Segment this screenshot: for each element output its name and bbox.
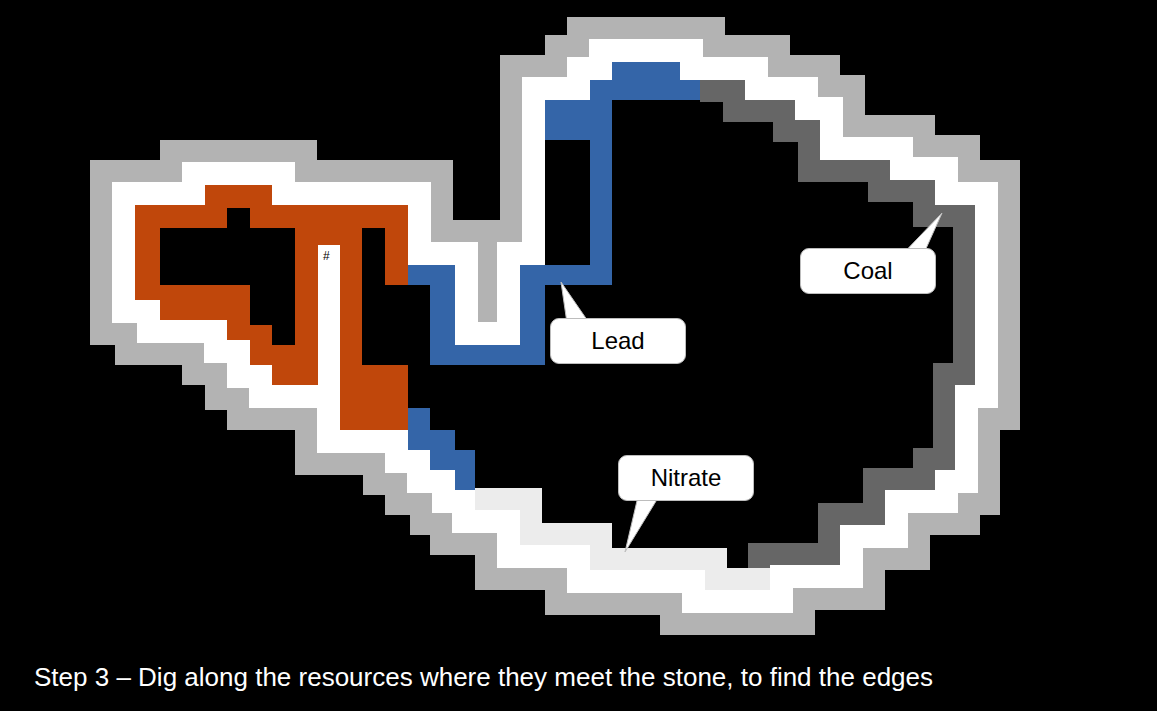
lead-vein — [408, 62, 700, 365]
marker-column — [318, 245, 340, 385]
callout-bubble: Lead — [550, 318, 686, 364]
coal-vein — [700, 80, 975, 590]
lead-vein — [408, 408, 475, 490]
cave-interior — [135, 62, 975, 590]
callout-text: Coal — [843, 257, 892, 285]
cave-hole — [362, 228, 408, 365]
stone-band — [135, 62, 975, 590]
callout-bubble: Nitrate — [618, 455, 754, 501]
callout-bubble: Coal — [800, 248, 936, 294]
copper-region — [135, 185, 408, 430]
cave-hole — [160, 208, 295, 345]
caption: Step 3 – Dig along the resources where t… — [34, 662, 1144, 693]
edge-band — [135, 62, 975, 590]
marker-label: # — [323, 250, 330, 262]
callout-text: Nitrate — [651, 464, 722, 492]
callout-text: Lead — [591, 327, 644, 355]
nitrate-vein — [475, 490, 770, 590]
